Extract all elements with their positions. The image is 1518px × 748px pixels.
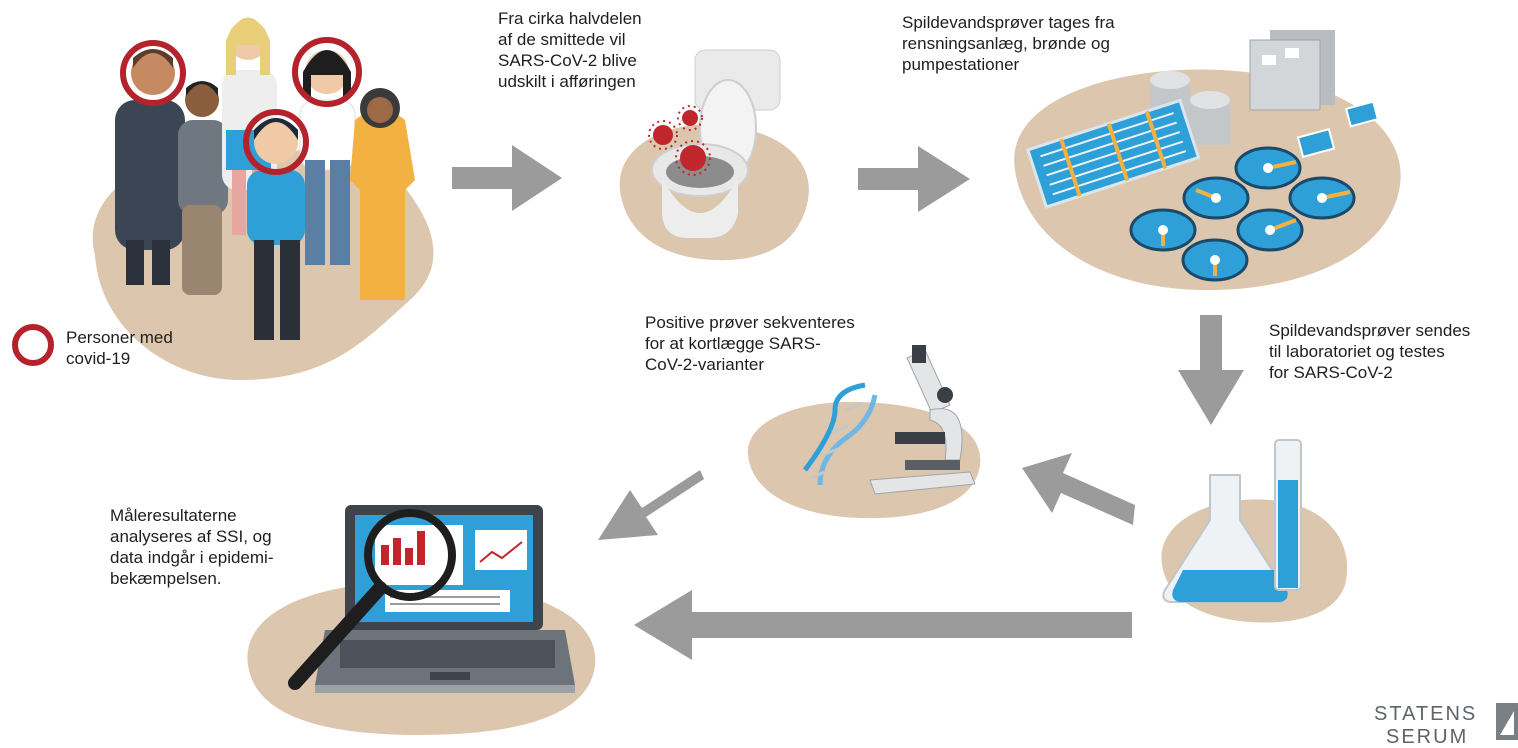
arrow-plant-to-lab xyxy=(1178,315,1244,425)
step-sequencing-text: Positive prøver sekventeres for at kortl… xyxy=(645,313,855,374)
magnifier-icon xyxy=(288,509,456,690)
toilet-illustration xyxy=(619,49,809,261)
clarifier-basins xyxy=(1129,146,1356,282)
sequencing-illustration xyxy=(747,345,981,519)
person-jeans xyxy=(299,50,356,265)
infection-ring-3 xyxy=(243,109,309,175)
arrow-people-to-toilet xyxy=(452,145,562,211)
arrow-sequencing-to-analysis xyxy=(598,470,704,540)
person-hijab xyxy=(350,88,415,300)
laptop-illustration xyxy=(247,505,596,735)
treatment-plant-illustration xyxy=(1014,30,1401,291)
step-lab-text: Spildevandsprøver sendes til laboratorie… xyxy=(1269,321,1471,382)
bar-chart-icon xyxy=(381,531,425,565)
arrow-toilet-to-plant xyxy=(858,146,970,212)
ssi-logo-line2: SERUM xyxy=(1386,726,1469,748)
arrow-lab-to-analysis xyxy=(634,590,1132,660)
arrow-lab-to-sequencing xyxy=(1022,453,1135,525)
microscope-icon xyxy=(869,345,976,495)
lab-glassware-illustration xyxy=(1161,439,1348,623)
step-infected-text: Fra cirka halvdelen af de smittede vil S… xyxy=(498,9,642,91)
infection-ring-2 xyxy=(292,37,362,107)
legend-ring-icon xyxy=(12,324,54,366)
step-analysis-text: Måleresultaterne analyseres af SSI, og d… xyxy=(110,506,274,588)
infection-ring-1 xyxy=(120,40,186,106)
person-suit xyxy=(115,49,185,285)
step-sampling-text: Spildevandsprøver tages fra rensningsanl… xyxy=(902,13,1115,74)
dna-icon xyxy=(802,382,878,486)
flow-arrows xyxy=(452,145,1244,660)
person-grey xyxy=(178,81,228,295)
legend-label: Personer med covid-19 xyxy=(66,328,173,368)
people-illustration xyxy=(92,17,434,380)
ssi-logo-line1: STATENS xyxy=(1374,703,1478,725)
person-blue xyxy=(247,118,305,340)
virus-icon xyxy=(648,105,711,176)
rectangular-basin xyxy=(1025,98,1201,209)
